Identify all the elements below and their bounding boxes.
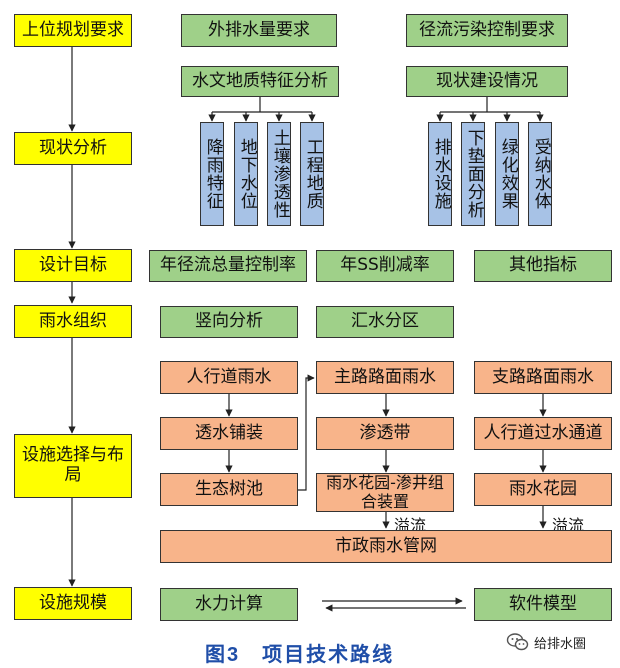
branch-road-rain-box: 支路路面雨水 xyxy=(474,361,612,394)
drainage-requirement-box: 外排水量要求 xyxy=(181,14,337,47)
rainfall-feature-box: 降雨特征 xyxy=(200,122,224,226)
upper-plan-box: 上位规划要求 xyxy=(14,14,132,47)
sidewalk-rain-box: 人行道雨水 xyxy=(160,361,298,394)
soil-permeability-box: 土壤渗透性 xyxy=(267,122,291,226)
watermark-text: 给排水圈 xyxy=(534,635,587,651)
runoff-pollution-box: 径流污染控制要求 xyxy=(406,14,568,47)
vertical-analysis-box: 竖向分析 xyxy=(160,306,298,338)
rain-garden-box: 雨水花园 xyxy=(474,473,612,506)
permeable-paving-box: 透水铺装 xyxy=(160,417,298,450)
rain-garden-well-box: 雨水花园-渗井组合装置 xyxy=(316,473,454,512)
ss-reduction-goal-box: 年SS削减率 xyxy=(316,250,454,282)
status-analysis-box: 现状分析 xyxy=(14,132,132,165)
tree-pool-box: 生态树池 xyxy=(160,473,298,506)
drainage-facility-box: 排水设施 xyxy=(428,122,452,226)
main-road-rain-box: 主路路面雨水 xyxy=(316,361,454,394)
engineering-geology-box: 工程地质 xyxy=(300,122,324,226)
sidewalk-channel-box: 人行道过水通道 xyxy=(474,417,612,450)
software-model-box: 软件模型 xyxy=(474,588,612,621)
other-goal-box: 其他指标 xyxy=(474,250,612,282)
watermark: 给排水圈 xyxy=(506,630,586,654)
figure-title: 项目技术路线 xyxy=(262,644,395,666)
catchment-box: 汇水分区 xyxy=(316,306,454,338)
infiltration-belt-box: 渗透带 xyxy=(316,417,454,450)
greening-effect-box: 绿化效果 xyxy=(495,122,519,226)
hydro-geo-box: 水文地质特征分析 xyxy=(181,66,339,97)
figure-caption: 图3 项目技术路线 xyxy=(205,638,394,667)
underlying-surface-box: 下垫面分析 xyxy=(461,122,485,226)
current-construction-box: 现状建设情况 xyxy=(406,66,568,97)
figure-number: 图3 xyxy=(205,644,241,666)
hydraulic-calc-box: 水力计算 xyxy=(160,588,298,621)
wechat-icon xyxy=(506,633,529,651)
groundwater-level-box: 地下水位 xyxy=(234,122,258,226)
runoff-volume-goal-box: 年径流总量控制率 xyxy=(149,250,307,282)
facility-scale-box: 设施规模 xyxy=(14,587,132,620)
facility-selection-box: 设施选择与布局 xyxy=(14,434,132,498)
receiving-water-box: 受纳水体 xyxy=(528,122,552,226)
municipal-network-box: 市政雨水管网 xyxy=(160,530,612,563)
rain-organization-box: 雨水组织 xyxy=(14,305,132,338)
design-goal-box: 设计目标 xyxy=(14,249,132,282)
